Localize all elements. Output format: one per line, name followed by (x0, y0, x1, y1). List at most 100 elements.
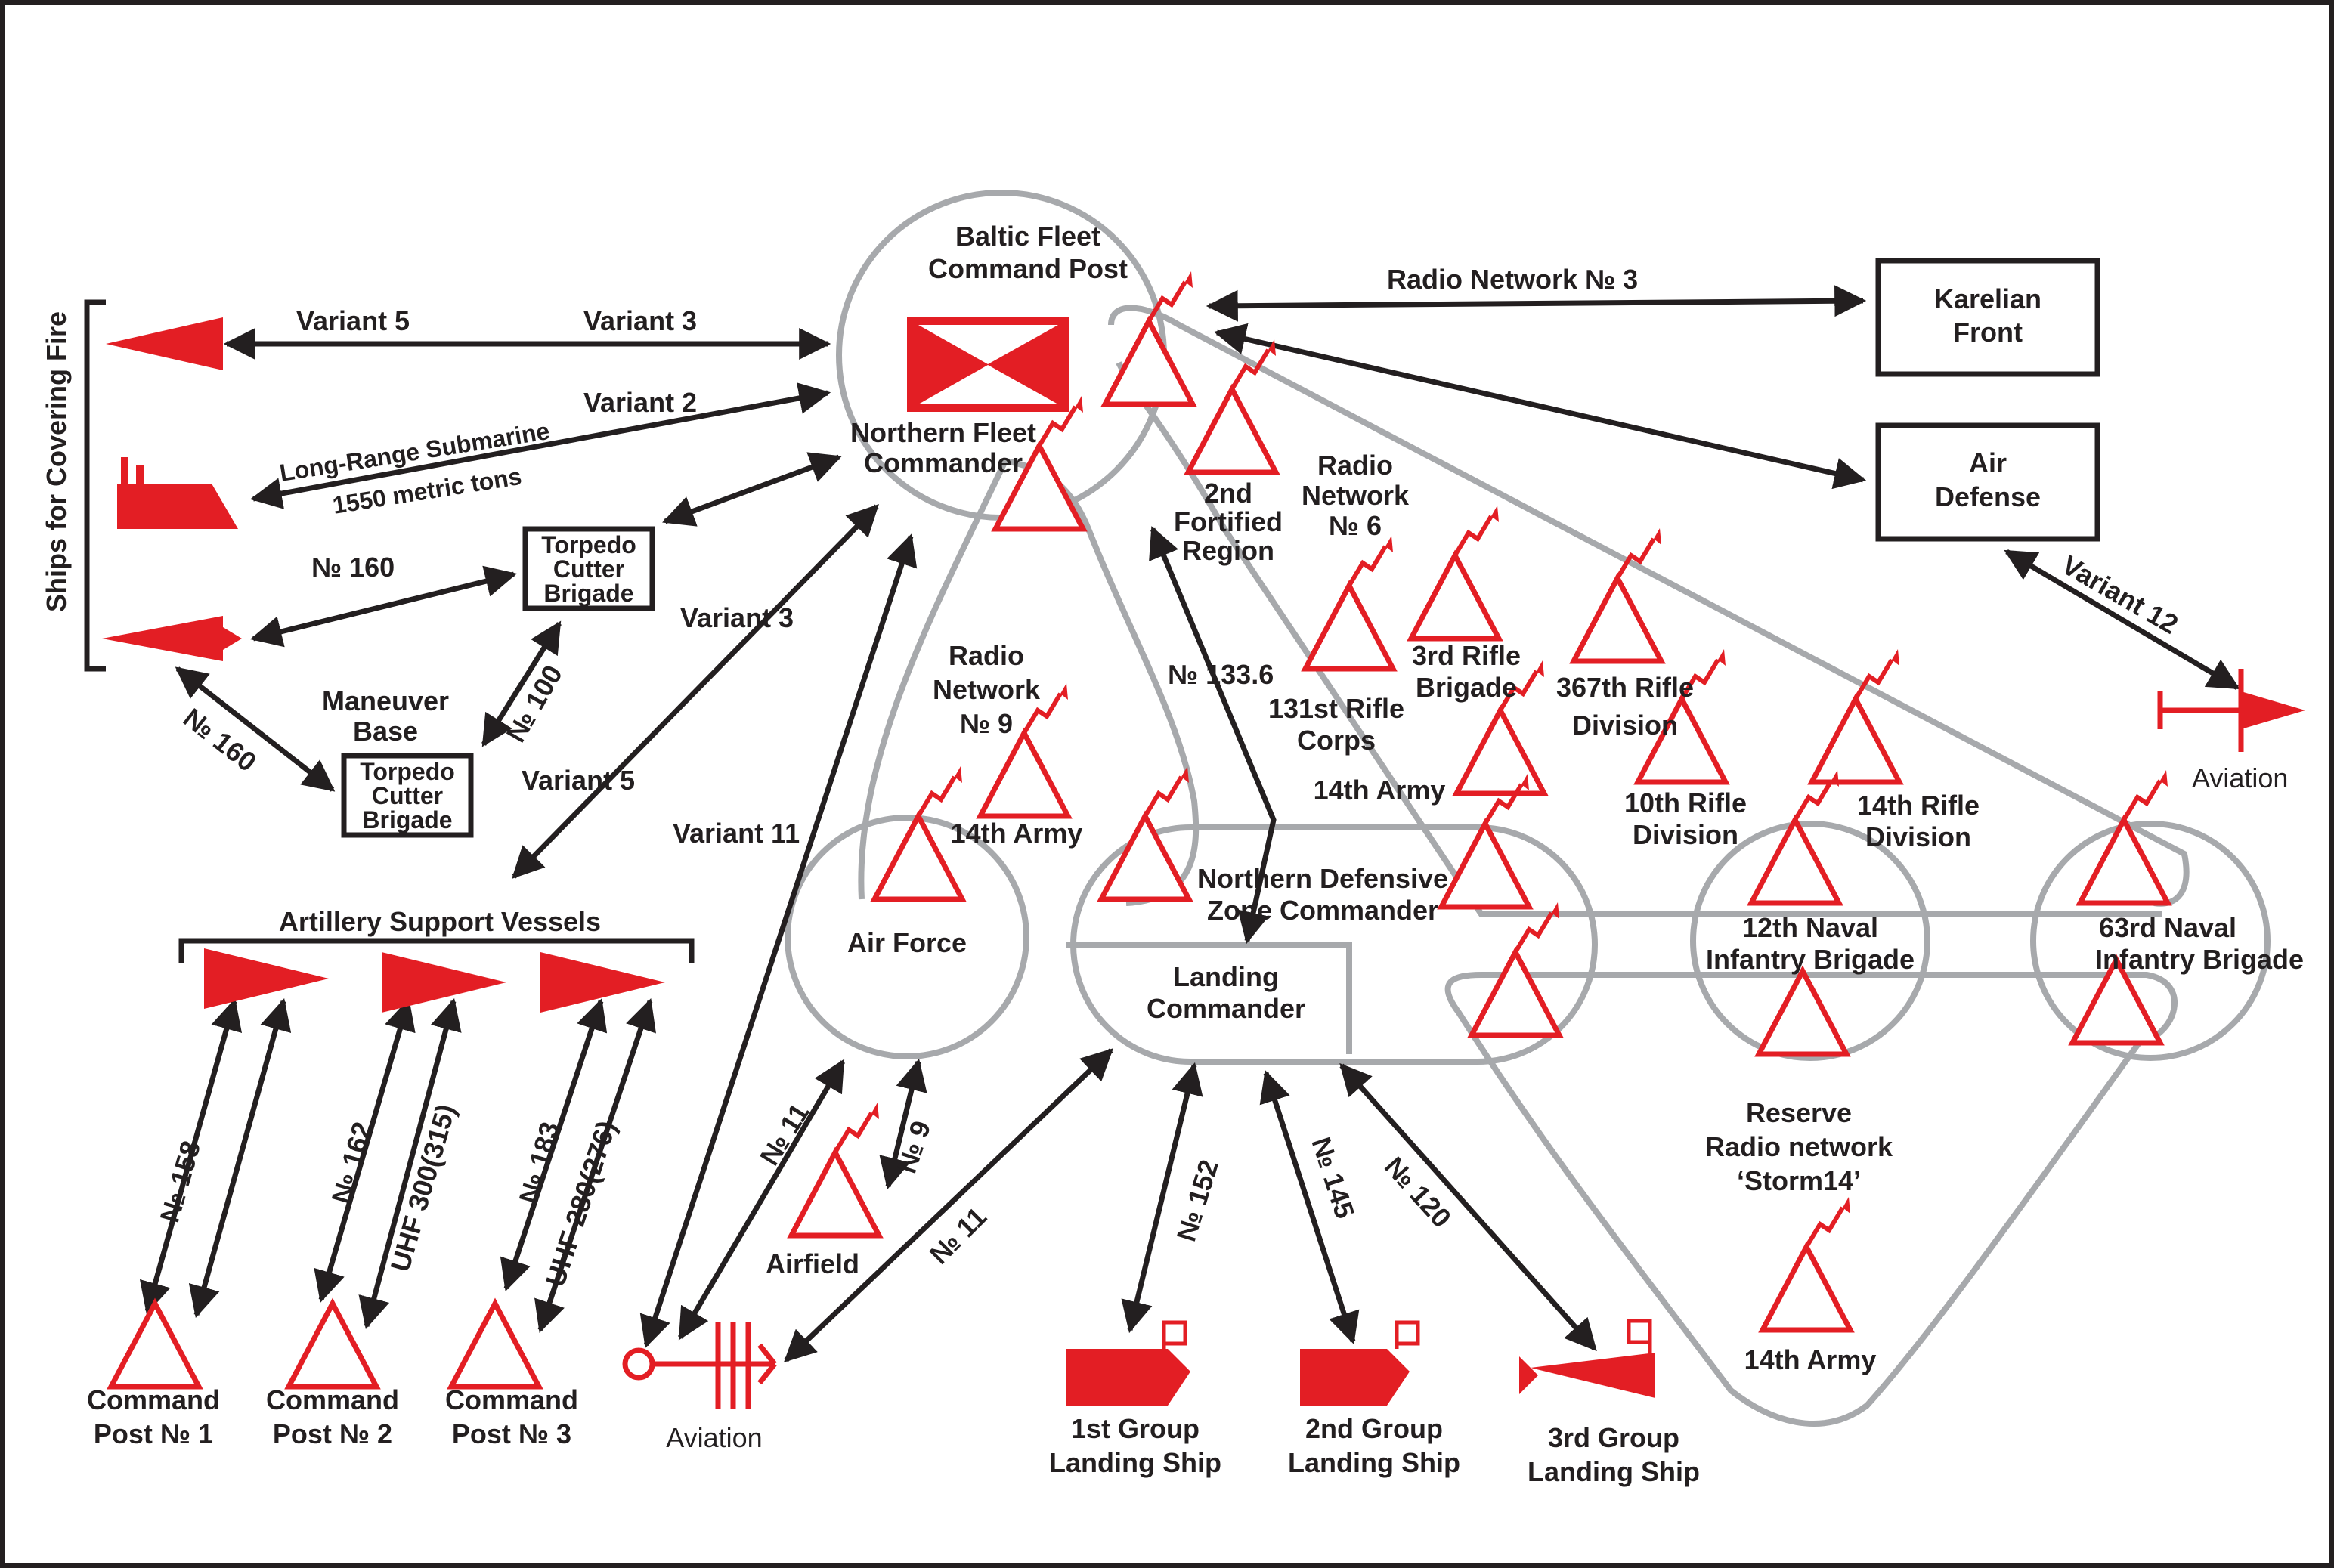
arrow-no11-b (783, 1048, 1114, 1362)
arrow-air-defense (1213, 323, 1867, 490)
ships-covering-fire-label: Ships for Covering Fire (41, 311, 72, 612)
arrow-no160-a (249, 565, 518, 648)
karelian-label-2: Front (1953, 317, 2023, 348)
no160-a-label: № 160 (311, 552, 395, 583)
nf-commander-label-2: Commander (864, 447, 1023, 478)
baltic-cp-label-2: Command Post (928, 253, 1128, 284)
reserve-net-label-2: Radio network (1705, 1131, 1893, 1162)
red-symbols (102, 271, 2305, 1409)
naval12-lower-triangle-icon (1759, 971, 1846, 1054)
army14-label-c: 14th Army (1744, 1344, 1877, 1375)
aviation-left-icon (622, 1322, 777, 1409)
variant5-mid-label: Variant 5 (522, 765, 635, 796)
rifle131-triangle-icon (1305, 536, 1393, 669)
arrow-radio-net3 (1206, 285, 1867, 322)
torpedo1-line3: Brigade (543, 580, 633, 607)
torpedo-cutter-box-1 (522, 526, 655, 611)
no133-label: № 133.6 (1168, 659, 1274, 690)
rifle367-label-1: 367th Rifle (1556, 672, 1694, 703)
cp1-label-2: Post № 1 (94, 1418, 213, 1449)
arrow-torpedo1-cp (662, 452, 842, 527)
arrow-no120 (1339, 1062, 1597, 1352)
artillery-pennant-icon-3 (540, 952, 665, 1013)
karelian-front-box (1875, 258, 2100, 377)
arrow-uhf300 (358, 997, 462, 1330)
command-post-3-triangle-icon (451, 1304, 539, 1387)
artillery-pennant-icon-1 (204, 948, 329, 1009)
arrow-no158-b (188, 997, 292, 1319)
submarine-icon (117, 457, 238, 529)
airfield-label: Airfield (766, 1248, 859, 1279)
rifle131-label-1: 131st Rifle (1268, 693, 1404, 724)
rifle131-label-2: Corps (1297, 725, 1376, 756)
ship2-label-1: 2nd Group (1305, 1413, 1443, 1444)
no183-label: № 183 (512, 1118, 565, 1207)
cp3-label-1: Command (445, 1384, 578, 1415)
hourglass-flag-icon (907, 317, 1069, 412)
army14-label-b: 14th Army (951, 818, 1083, 849)
air-force-triangle-icon (874, 766, 962, 899)
air-defense-label-1: Air (1969, 447, 2007, 478)
no162-label: № 162 (325, 1118, 378, 1207)
ship2-label-2: Landing Ship (1288, 1447, 1460, 1478)
naval63-label-2: Infantry Brigade (2095, 944, 2304, 975)
ndz-commander-label-2: Zone Commander (1207, 895, 1438, 926)
variant3-mid-label: Variant 3 (680, 602, 794, 633)
torpedo1-line2: Cutter (553, 555, 624, 583)
radio-net6-label-1: Radio (1317, 450, 1393, 481)
air-defense-box (1875, 422, 2100, 542)
landing-cmdr-label-1: Landing (1173, 961, 1279, 992)
karelian-label-1: Karelian (1934, 283, 2041, 314)
arrow-no160-b (175, 666, 336, 792)
no9-label: № 9 (891, 1117, 937, 1177)
cp2-label-2: Post № 2 (273, 1418, 392, 1449)
radio-net9-label-1: Radio (949, 640, 1024, 671)
no158-label: № 158 (153, 1137, 206, 1226)
fortified-region-triangle-icon (1188, 339, 1276, 472)
landing-ship-2-icon (1300, 1320, 1420, 1406)
ship3-label-1: 3rd Group (1548, 1422, 1679, 1453)
radio-net9-label-2: Network (933, 674, 1041, 705)
rifle3-triangle-icon (1411, 506, 1499, 639)
nf-commander-label-1: Northern Fleet (850, 417, 1036, 448)
radio-net-6-loop (1108, 305, 2190, 907)
aviation-right-label: Aviation (2192, 762, 2288, 793)
cp2-label-1: Command (266, 1384, 399, 1415)
covering-fire-bracket (84, 299, 106, 672)
artillery-pennant-icon-2 (382, 952, 506, 1013)
no145-label: № 145 (1305, 1133, 1360, 1222)
reserve-net-label-1: Reserve (1746, 1097, 1852, 1128)
pennant-icon (106, 317, 223, 370)
rifle3-label-2: Brigade (1416, 672, 1517, 703)
maneuver-base-label-1: Maneuver (322, 685, 449, 716)
radio-net6-label-2: Network (1302, 480, 1410, 511)
variant2-label: Variant 2 (584, 387, 697, 418)
div14-label-1: 14th Rifle (1857, 790, 1980, 821)
northern-defensive-zone-stadium (1070, 824, 1598, 1065)
no11-b-label: № 11 (924, 1201, 992, 1270)
ndz-commander-label-1: Northern Defensive (1197, 863, 1448, 894)
air-defense-label-2: Defense (1935, 481, 2041, 512)
aviation-left-label: Aviation (666, 1422, 762, 1453)
naval12-label-1: 12th Naval (1742, 912, 1878, 943)
naval12-triangle-icon (1751, 770, 1839, 903)
landing-commander-box (1066, 942, 1352, 1054)
radio-net6-label-3: № 6 (1329, 510, 1382, 541)
ship1-label-2: Landing Ship (1049, 1447, 1221, 1478)
air-force-label: Air Force (847, 927, 967, 958)
landing-ship-1-icon (1066, 1320, 1190, 1406)
ship1-label-1: 1st Group (1071, 1413, 1200, 1444)
no11-a-label: № 11 (754, 1098, 816, 1171)
uhf300-label: UHF 300(315) (384, 1101, 461, 1276)
fortified-label-3: Region (1182, 535, 1274, 566)
command-post-2-triangle-icon (289, 1304, 376, 1387)
ndz-triangle-icon (1101, 766, 1189, 899)
army14-reserve-triangle-icon (1763, 1197, 1850, 1330)
cp3-label-2: Post № 3 (452, 1418, 571, 1449)
naval63-circle (2030, 821, 2271, 1061)
aviation-right-icon (2157, 669, 2305, 752)
torpedo1-line1: Torpedo (541, 531, 636, 558)
fortified-label-1: 2nd (1204, 478, 1252, 509)
artillery-bracket (178, 938, 695, 963)
